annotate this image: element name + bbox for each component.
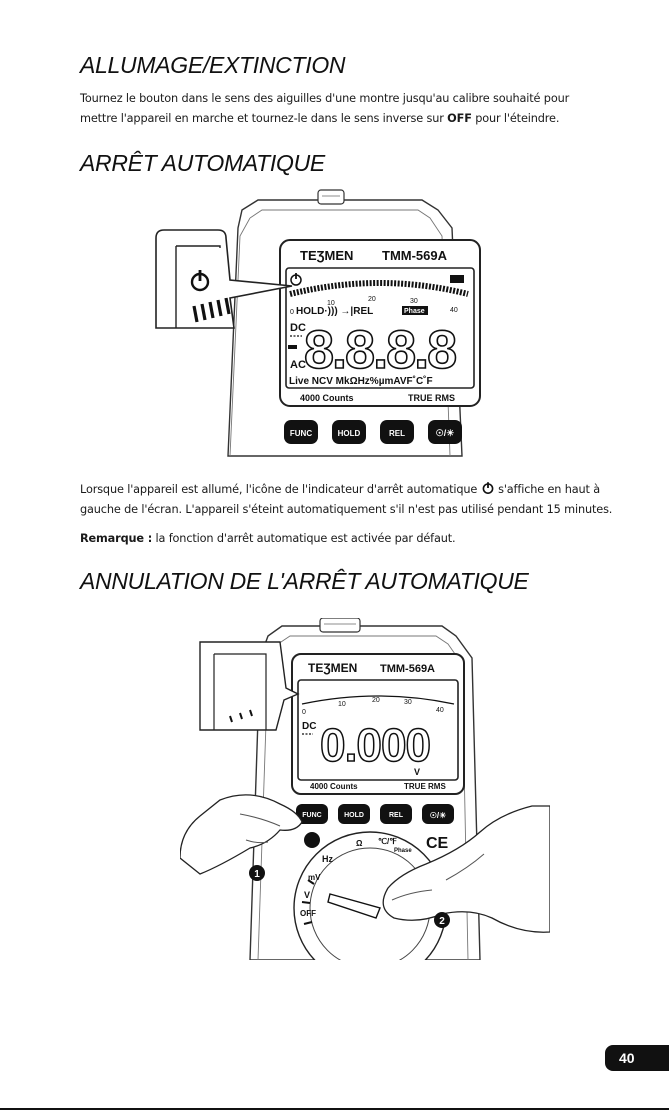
bargraph	[289, 280, 469, 297]
magnifier-callout	[155, 229, 293, 329]
phase-label: Phase	[404, 308, 425, 315]
counts-label: 4000 Counts	[310, 782, 358, 791]
ac-label: AC	[290, 359, 306, 371]
text-line: Tournez le bouton dans le sens des aigui…	[80, 92, 570, 105]
ce-mark: CE	[426, 835, 449, 852]
scale-label: 30	[404, 699, 412, 706]
dial-label: OFF	[300, 909, 316, 918]
page-number: 40	[605, 1045, 669, 1071]
paragraph-on-off: Tournez le bouton dans le sens des aigui…	[80, 89, 625, 129]
scale-label: 0	[290, 309, 294, 316]
power-icon	[482, 482, 494, 494]
section-title-cancel-auto-off: ANNULATION DE L'ARRÊT AUTOMATIQUE	[80, 568, 529, 594]
section-title-on-off: ALLUMAGE/EXTINCTION	[80, 52, 346, 78]
svg-text:REL: REL	[389, 812, 404, 819]
scale-label: 40	[436, 707, 444, 714]
dial-label: V	[304, 890, 310, 900]
svg-text:HOLD: HOLD	[344, 812, 364, 819]
rel-button[interactable]: REL	[380, 804, 412, 824]
figure-auto-off-display: TEƷMEN TMM-569A 0 10 20 30 40 HOLD·))) →…	[155, 189, 481, 457]
svg-text:HOLD: HOLD	[338, 429, 361, 438]
svg-text:☉/☀: ☉/☀	[436, 428, 455, 438]
paragraph-auto-off: Lorsque l'appareil est allumé, l'icône d…	[80, 480, 625, 520]
scale-label: 20	[372, 697, 380, 704]
scale-label: 0	[302, 709, 306, 716]
func-button[interactable]: FUNC	[284, 420, 318, 444]
model-label: TMM-569A	[382, 248, 448, 263]
magnifier-callout	[199, 641, 300, 731]
scale-label: 10	[327, 300, 335, 307]
dial-label: mV	[308, 873, 321, 882]
note-label: Remarque :	[80, 532, 153, 545]
text-line: s'affiche en haut à	[494, 483, 601, 496]
power-icon	[290, 273, 302, 286]
svg-text:☉/☀: ☉/☀	[430, 811, 447, 820]
true-rms-label: TRUE RMS	[404, 782, 446, 791]
dial-pointer	[327, 893, 381, 919]
figure-cancel-auto-off: TEƷMEN TMM-569A 0 10 20 30 40 DC 0.000 V…	[180, 618, 550, 960]
status-row: HOLD·))) →|REL	[296, 306, 373, 317]
scale-label: 40	[450, 307, 458, 314]
off-keyword: OFF	[447, 112, 472, 125]
callout-2: 2	[434, 912, 450, 928]
true-rms-label: TRUE RMS	[408, 393, 455, 403]
dial-label: Ω	[356, 839, 363, 848]
lcd-screen	[297, 679, 459, 781]
scale-label: 10	[338, 701, 346, 708]
func-button[interactable]: FUNC	[296, 804, 328, 824]
scale-label: 20	[368, 296, 376, 303]
lcd-digits: 8.8.8.8	[304, 320, 456, 380]
section-title-auto-off: ARRÊT AUTOMATIQUE	[80, 150, 325, 176]
backlight-button[interactable]: ☉/☀	[428, 420, 462, 444]
text-line: pour l'éteindre.	[471, 112, 560, 125]
note-auto-off: Remarque : la fonction d'arrêt automatiq…	[80, 529, 625, 549]
hold-button[interactable]: HOLD	[338, 804, 370, 824]
backlight-button[interactable]: ☉/☀	[422, 804, 454, 824]
unit-v: V	[414, 767, 420, 777]
brand-label: TEƷMEN	[308, 661, 357, 675]
bottom-units: Live NCV MkΩHz%µmAVF˚C˚F	[289, 375, 433, 387]
text-line: gauche de l'écran. L'appareil s'éteint a…	[80, 503, 613, 516]
scale-label: 30	[410, 298, 418, 305]
counts-label: 4000 Counts	[300, 393, 354, 403]
rel-button[interactable]: REL	[380, 420, 414, 444]
svg-text:2: 2	[439, 916, 445, 927]
battery-icon	[450, 275, 464, 283]
input-jack	[304, 832, 320, 848]
svg-text:1: 1	[254, 869, 260, 880]
dc-label: DC	[302, 721, 316, 732]
right-hand-illustration	[382, 805, 550, 933]
left-hand-illustration	[180, 794, 303, 875]
svg-text:FUNC: FUNC	[302, 812, 321, 819]
lcd-digits: 0.000	[320, 719, 430, 771]
callout-1: 1	[249, 865, 265, 881]
dc-label: DC	[290, 322, 306, 334]
svg-text:FUNC: FUNC	[290, 429, 312, 438]
text-line: mettre l'appareil en marche et tournez-l…	[80, 112, 448, 125]
model-label: TMM-569A	[380, 663, 435, 675]
dial-label: Phase	[394, 848, 412, 854]
magnified-bargraph	[192, 297, 231, 323]
note-text: la fonction d'arrêt automatique est acti…	[152, 532, 456, 545]
power-icon	[190, 270, 210, 292]
dial-label: Hz	[322, 854, 333, 864]
svg-text:REL: REL	[389, 429, 405, 438]
hold-button[interactable]: HOLD	[332, 420, 366, 444]
brand-label: TEƷMEN	[300, 248, 353, 263]
bottom-rule	[0, 1108, 669, 1110]
lcd-screen	[285, 267, 475, 389]
dial-label: ℃/℉	[378, 837, 397, 846]
text-line: Lorsque l'appareil est allumé, l'icône d…	[80, 483, 481, 496]
